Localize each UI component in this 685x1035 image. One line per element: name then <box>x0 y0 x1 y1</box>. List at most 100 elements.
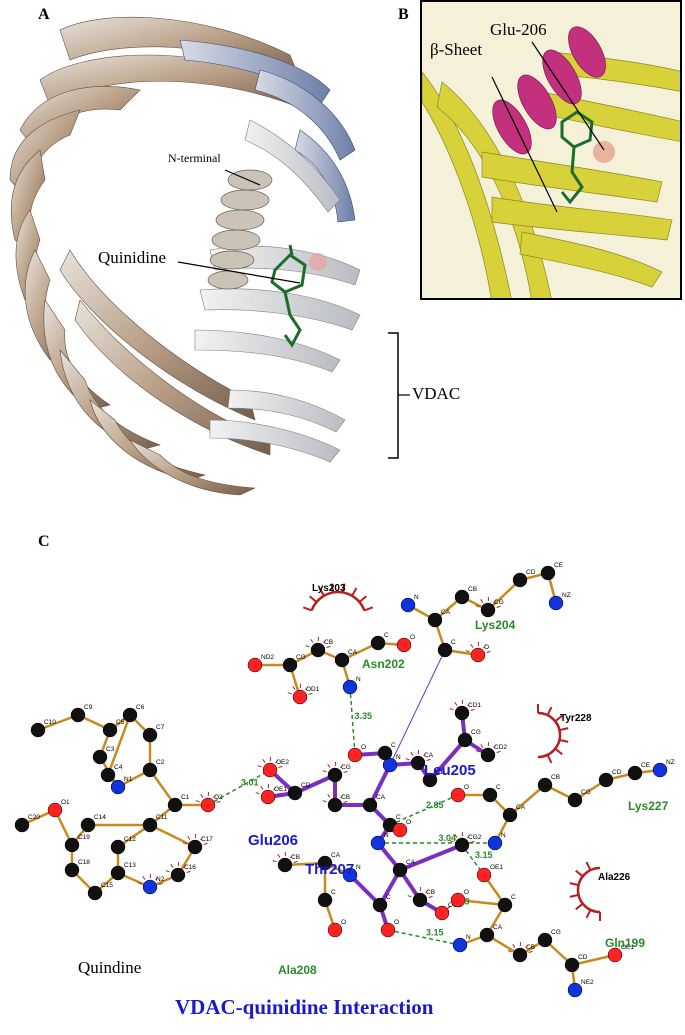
atom <box>481 603 495 617</box>
atom <box>48 803 62 817</box>
atom-label: CE <box>641 762 651 769</box>
atom <box>328 798 342 812</box>
atom <box>143 728 157 742</box>
atom <box>31 723 45 737</box>
contact-fringe <box>217 801 221 802</box>
contact-fringe <box>481 599 483 602</box>
atom <box>371 836 385 850</box>
atom <box>451 893 465 907</box>
atom <box>15 818 29 832</box>
atom <box>451 788 465 802</box>
atom-label: C <box>384 632 389 639</box>
atom <box>538 778 552 792</box>
atom-label: CG <box>581 789 591 796</box>
atom-label: CD <box>526 569 536 576</box>
atom-label: C <box>496 784 501 791</box>
hydrophobic-arc-ala226 <box>570 862 600 921</box>
atom <box>481 748 495 762</box>
atom-label: CD <box>578 954 588 961</box>
atom <box>261 790 275 804</box>
atom-label: C10 <box>44 719 56 726</box>
atom-label: O <box>341 919 346 926</box>
panel-a-letter: A <box>38 6 50 24</box>
residue-label-ala226: Ala226 <box>598 872 631 883</box>
atom-label: C4 <box>114 764 123 771</box>
atom-label: N <box>466 934 471 941</box>
atom <box>278 858 292 872</box>
atom <box>283 658 297 672</box>
atom-label: C6 <box>136 704 145 711</box>
contact-fringe <box>288 693 292 694</box>
atom-label: CG <box>551 929 561 936</box>
contact-fringe <box>471 841 475 842</box>
contact-fringe <box>306 646 310 647</box>
atom <box>343 680 357 694</box>
residue-label-ala208: Ala208 <box>278 963 317 977</box>
atom <box>335 653 349 667</box>
atom-label: N <box>356 864 361 871</box>
atom-label: C <box>451 639 456 646</box>
contact-fringe <box>471 709 475 710</box>
residue-label-gln199: Gln199 <box>605 936 645 950</box>
atom <box>371 636 385 650</box>
atom <box>201 798 215 812</box>
atom-label: O <box>484 644 489 651</box>
atom <box>88 886 102 900</box>
atom <box>455 838 469 852</box>
atom <box>111 840 125 854</box>
bond <box>150 825 195 847</box>
hbond-line <box>388 930 460 945</box>
atom <box>123 708 137 722</box>
vdac-protein-structure <box>0 0 415 515</box>
atom <box>653 763 667 777</box>
contact-fringe <box>309 693 313 694</box>
atom <box>71 708 85 722</box>
residue-label-glu206: Glu206 <box>248 832 298 849</box>
hbond-distance: 3.15 <box>426 928 444 938</box>
atom-label: O1 <box>61 799 70 806</box>
contact-fringe <box>256 793 260 794</box>
residue-label-tyr228: Tyr228 <box>560 713 592 724</box>
atom <box>393 823 407 837</box>
bond <box>400 845 462 870</box>
atom-label: C14 <box>94 814 106 821</box>
atom-label: CA <box>493 924 503 931</box>
contact-fringe <box>143 876 145 879</box>
contact-fringe <box>406 759 410 760</box>
atom <box>513 948 527 962</box>
contact-fringe <box>455 702 457 705</box>
atom-label: O <box>361 744 366 751</box>
atom-label: C <box>396 814 401 821</box>
contact-fringe <box>466 651 470 652</box>
atom-label: C19 <box>78 834 90 841</box>
atom <box>565 958 579 972</box>
atom <box>318 893 332 907</box>
contact-fringe <box>311 639 313 642</box>
n-terminal-helix <box>208 170 272 289</box>
atom <box>477 868 491 882</box>
atom-label: C13 <box>124 862 136 869</box>
atom-label: N1 <box>124 776 133 783</box>
atom-label: CB <box>551 774 560 781</box>
atom-label: N <box>414 594 419 601</box>
atom <box>373 898 387 912</box>
atom <box>498 898 512 912</box>
atom <box>93 750 107 764</box>
atom <box>568 793 582 807</box>
atom-label: CE <box>554 562 564 569</box>
contact-fringe <box>429 896 433 897</box>
atom-label: C18 <box>78 859 90 866</box>
contact-fringe <box>408 896 412 897</box>
panel-c-letter: C <box>38 533 50 551</box>
atom-label: C2 <box>156 759 165 766</box>
residue-label-lys203: Lys203 <box>312 583 346 594</box>
contact-fringe <box>513 944 515 947</box>
contact-fringe <box>481 744 483 747</box>
hbond-distance: 2.85 <box>426 800 444 810</box>
atom <box>363 798 377 812</box>
panel-b: β-Sheet Glu-206 <box>420 0 682 300</box>
contact-fringe <box>471 644 473 647</box>
atom <box>263 763 277 777</box>
atom <box>381 923 395 937</box>
atom <box>503 808 517 822</box>
